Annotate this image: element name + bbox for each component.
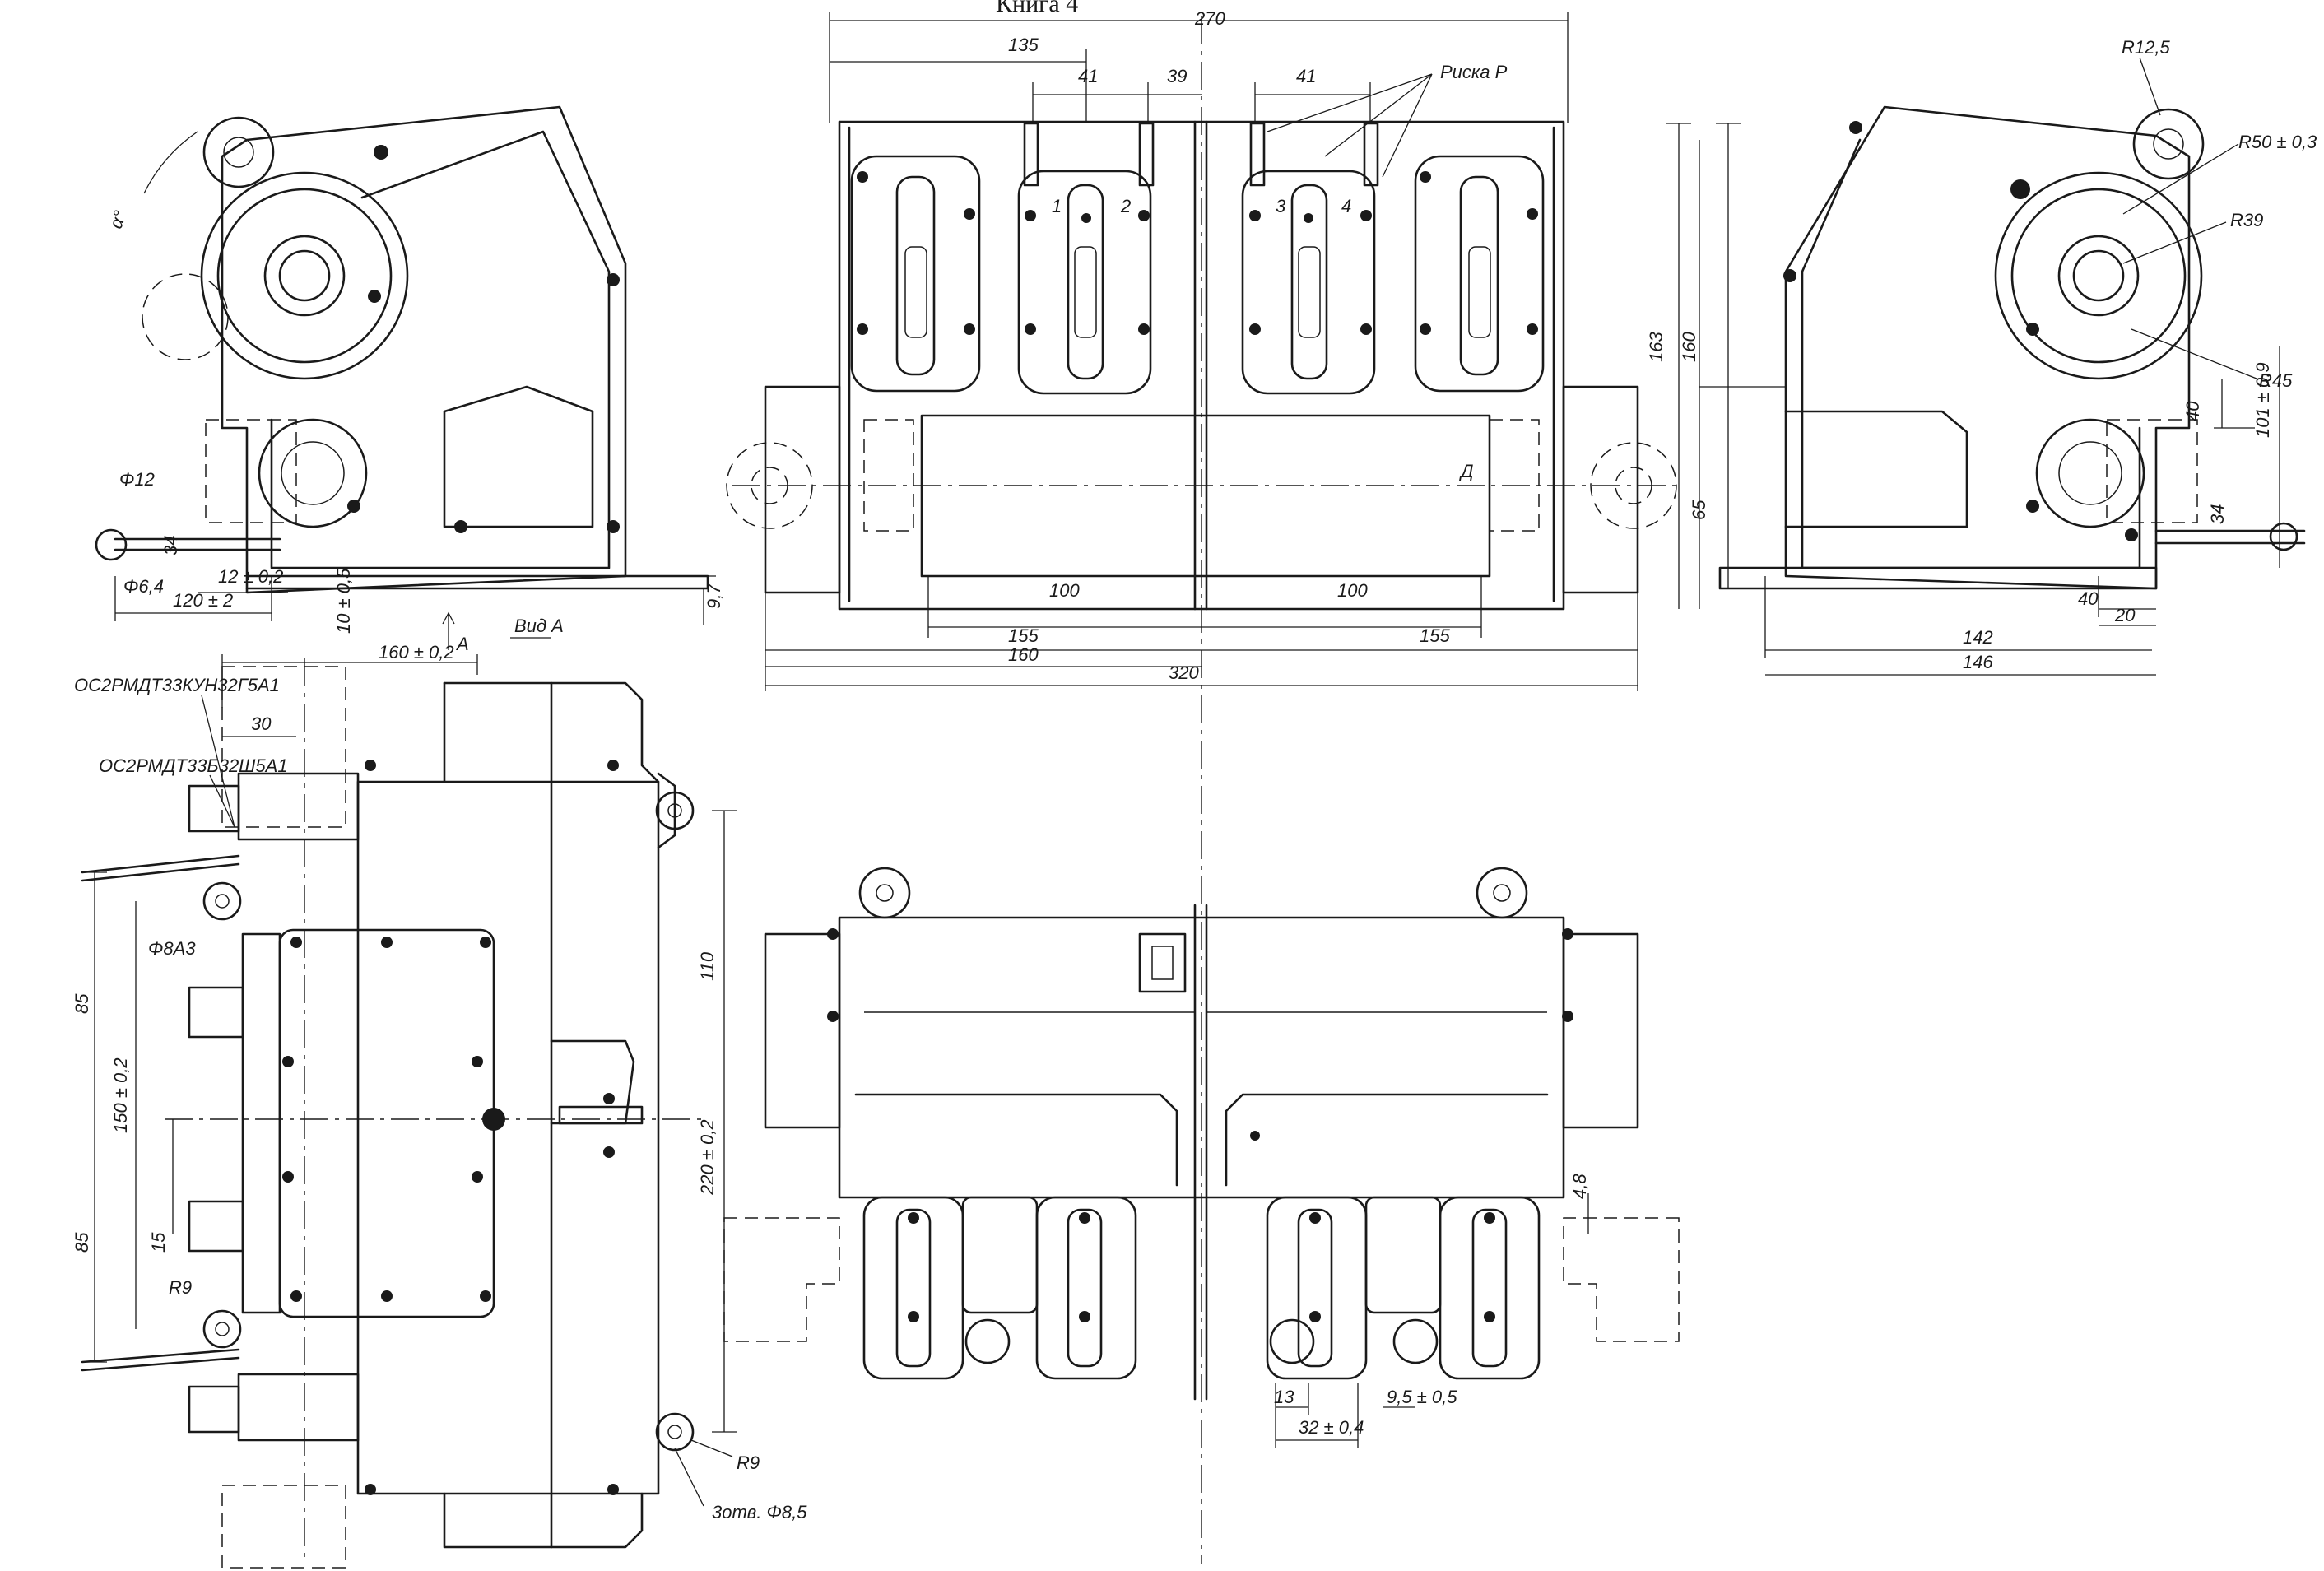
dim-side-163: 163 [1646,332,1666,362]
dim-13: 13 [1274,1387,1294,1407]
dim-34-right: 34 [2207,504,2228,524]
dim-10-tol: 10 ± 0,5 [333,568,354,634]
part-number-2: 2 [1120,196,1131,216]
dim-phi8a3: Φ8А3 [148,938,196,959]
label-risk-mark: Риска Р [1440,62,1508,82]
dim-phi6-4: Φ6,4 [123,576,164,597]
dim-12-tol: 12 ± 0,2 [218,566,283,587]
contact-row-bottom [862,1196,1541,1380]
dim-top-41-right: 41 [1296,66,1316,86]
dim-30: 30 [251,713,272,734]
dim-r50: R50 ± 0,3 [2238,132,2317,152]
dim-top-39: 39 [1167,66,1187,86]
dim-120-tol: 120 ± 2 [173,590,233,611]
dim-top-41-left: 41 [1078,66,1098,86]
dim-40-vert: 40 [2182,401,2203,421]
dim-side-65: 65 [1689,500,1709,520]
part-number-4: 4 [1341,196,1351,216]
dim-bottom-100-right: 100 [1337,580,1368,601]
holes-note: 3отв. Φ8,5 [712,1502,807,1522]
dim-85-upper: 85 [72,993,92,1014]
dim-160-tol: 160 ± 0,2 [379,642,454,662]
dim-85-lower: 85 [72,1232,92,1253]
dim-20: 20 [2114,605,2136,625]
view-arrow-a: А [455,634,469,654]
dim-r9-left: R9 [169,1277,192,1298]
dim-32-tol: 32 ± 0,4 [1299,1417,1364,1438]
dim-r39: R39 [2230,210,2263,230]
dim-142: 142 [1963,627,1993,648]
dim-r12-5: R12,5 [2122,37,2170,58]
dim-top-135: 135 [1008,35,1039,55]
connector-label-1: ОС2РМДТ33КУН32Г5А1 [74,675,280,695]
dim-phi12: Φ12 [119,469,155,490]
dim-r9-right: R9 [737,1452,760,1473]
label-d: Д [1458,461,1474,481]
page-title: Книга 4 [996,0,1078,17]
view-a-title: Вид А [514,616,564,636]
contact-block-4 [1414,155,1545,393]
dim-r45: R45 [2259,370,2293,391]
dim-9-7: 9,7 [704,583,724,609]
dim-34-left: 34 [160,536,181,555]
contact-block-1 [850,155,981,393]
dim-bottom-155-left: 155 [1008,625,1039,646]
bottom-view: 4,8 13 32 ± 0,4 9,5 ± 0,5 [723,867,1680,1448]
contact-block-3 [1241,170,1376,395]
dim-220-tol: 220 ± 0,2 [697,1119,718,1196]
right-side-view: R12,5 R50 ± 0,3 R39 R45 65 40 101 ± 0,9 … [1689,37,2317,676]
dim-101-tol: 101 ± 0,9 [2252,362,2273,438]
part-number-3: 3 [1276,196,1286,216]
dim-4-8: 4,8 [1569,1174,1590,1199]
part-number-1: 1 [1052,196,1062,216]
left-side-view: α° Φ12 34 Φ6,4 12 ± 0,2 120 ± 2 10 ± 0,5… [95,105,724,654]
dim-15: 15 [148,1232,169,1253]
view-a: Вид А [72,616,807,1569]
contact-block-2 [1017,170,1152,395]
dim-110: 110 [697,951,718,981]
dim-angle: α° [105,207,131,231]
dim-9-5-tol: 9,5 ± 0,5 [1387,1387,1457,1407]
dim-side-160: 160 [1679,332,1699,362]
dim-146: 146 [1963,652,1993,672]
dim-top-270: 270 [1194,8,1225,29]
connector-label-2: ОС2РМДТ33Б32Ш5А1 [99,755,288,776]
dim-150-tol: 150 ± 0,2 [110,1057,131,1133]
front-view: Риска Р 1 2 3 4 Д 270 135 41 39 41 163 1… [726,8,1700,1564]
dim-bottom-320: 320 [1169,662,1199,683]
dim-bottom-155-right: 155 [1420,625,1450,646]
dim-bottom-160: 160 [1008,644,1039,665]
dim-bottom-100-left: 100 [1049,580,1080,601]
dim-40-horiz: 40 [2078,588,2099,609]
